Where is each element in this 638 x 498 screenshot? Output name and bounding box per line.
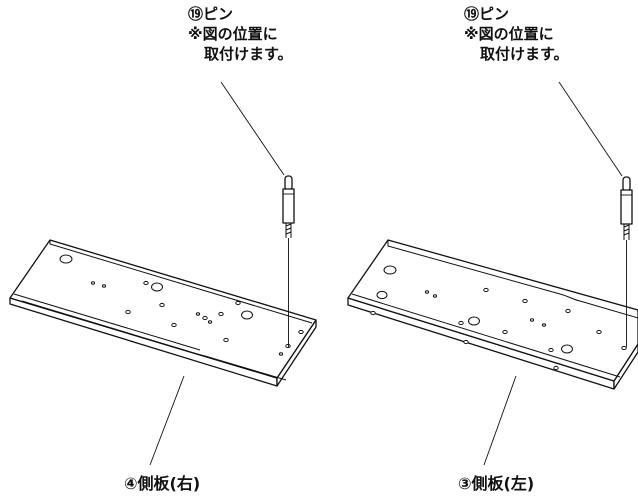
pin-note-line1-left: ※図の位置に <box>464 25 554 43</box>
pin-callout-right: ⑲ピン ※図の位置に 取付けます。 <box>188 4 293 64</box>
pin-right-icon <box>282 175 295 238</box>
pin-note-line1-right: ※図の位置に <box>188 25 278 43</box>
pin-note-line2-left: 取付けます。 <box>480 45 569 63</box>
panel-right-rail-line <box>21 300 287 381</box>
leader-pin-left <box>558 81 623 177</box>
leader-panel-left <box>483 375 517 466</box>
panel-right-group <box>9 81 317 466</box>
panel-left-holes <box>370 265 627 371</box>
panel-caption-left: ③側板(左) <box>458 474 535 493</box>
pin-left-icon <box>620 176 633 240</box>
pin-label-left: ⑲ピン <box>464 5 510 23</box>
panel-right-holes <box>59 254 304 356</box>
panel-right-top <box>9 239 317 379</box>
leader-panel-right <box>149 375 185 466</box>
pin-label-right: ⑲ピン <box>188 5 234 23</box>
leader-pin-right <box>220 81 285 176</box>
panel-caption-right: ④側板(右) <box>124 474 201 493</box>
panel-left-top <box>347 239 638 382</box>
pin-callout-left: ⑲ピン ※図の位置に 取付けます。 <box>464 4 569 64</box>
panel-left-group <box>347 81 638 466</box>
pin-note-line2-right: 取付けます。 <box>204 45 293 63</box>
